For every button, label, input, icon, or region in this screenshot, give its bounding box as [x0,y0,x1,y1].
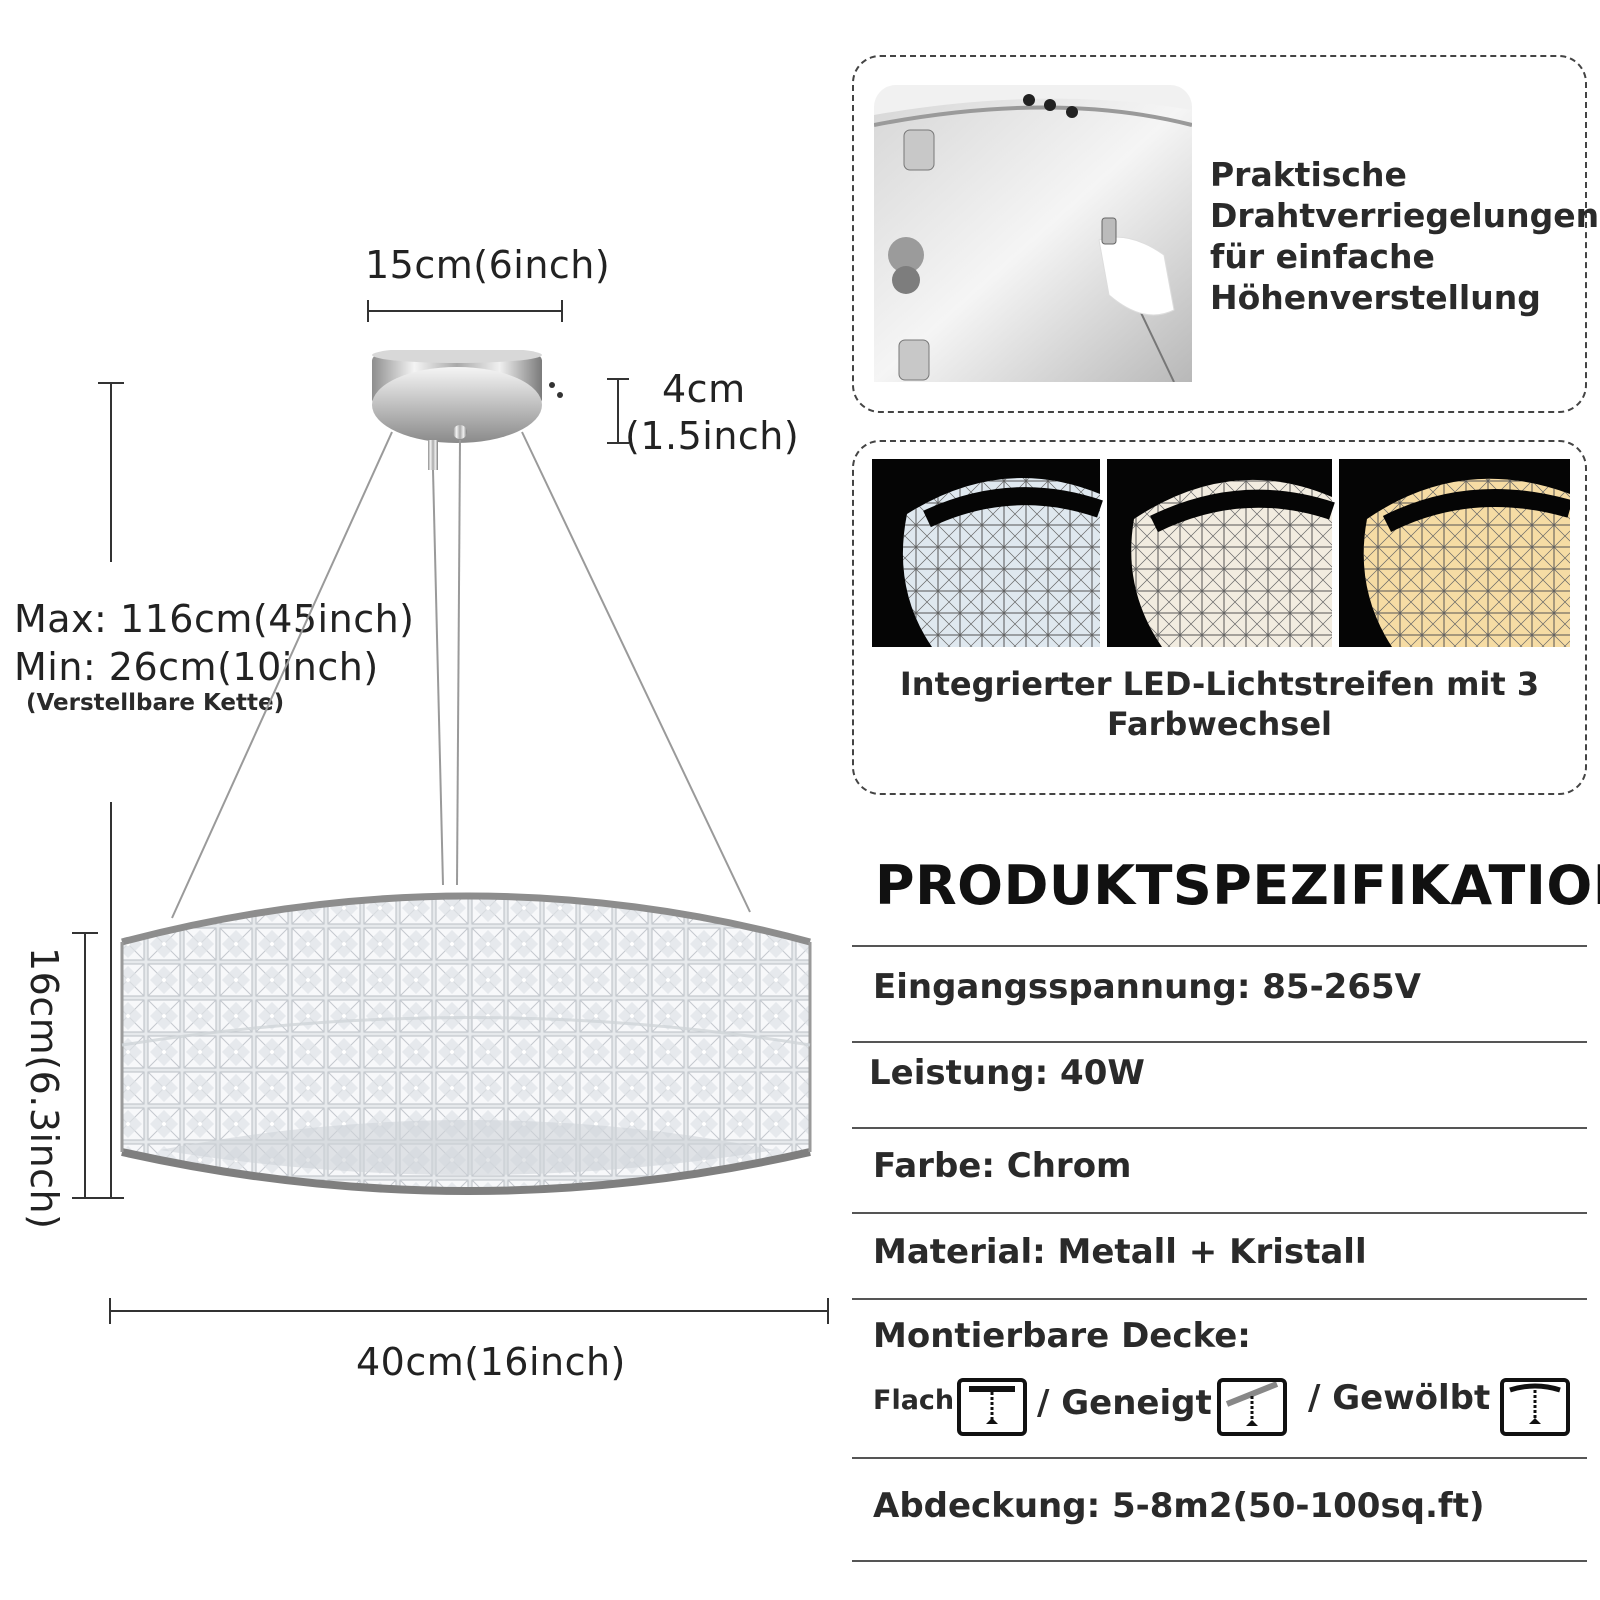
ceiling-sloped-label: / Geneigt [1037,1383,1212,1423]
spec-ceiling-label: Montierbare Decke: [873,1316,1251,1356]
min-length-label: Min: 26cm(10inch) [14,645,379,689]
product-diagram: 15cm(6inch) 4cm (1.5inch) Max: 116cm(45i… [14,243,829,1384]
body-width-label: 40cm(16inch) [356,1340,626,1384]
ceiling-flat-label: Flach [873,1385,955,1416]
led-color-photos [872,459,1570,647]
led-photo-cool [872,459,1103,647]
ceiling-vaulted-label: / Gewölbt [1308,1378,1491,1418]
feature-box-wire-lock: Praktische Drahtverriegelungen für einfa… [852,55,1600,413]
max-length-label: Max: 116cm(45inch) [14,597,415,641]
spec-color: Farbe: Chrom [873,1146,1132,1186]
body-height-label: 16cm(6.3inch) [22,947,66,1230]
canopy-height-inch-label: (1.5inch) [625,414,800,458]
ceiling-vaulted-icon [1500,1378,1570,1436]
feature-box-led: Integrierter LED-Lichtstreifen mit 3 Far… [852,440,1587,795]
spec-divider [852,945,1587,947]
spec-material: Material: Metall + Kristall [873,1232,1367,1272]
body-width-line [110,1310,828,1312]
adjustable-chain-note: (Verstellbare Kette) [26,690,285,716]
wire-lock-photo [874,85,1192,382]
spec-voltage: Eingangsspannung: 85-265V [873,967,1421,1007]
hang-length-line-bottom [110,802,112,1197]
canopy-width-line [367,310,562,312]
led-caption: Integrierter LED-Lichtstreifen mit 3 Far… [899,665,1540,743]
ceiling-sloped-icon [1217,1378,1287,1436]
led-photo-neutral [1107,459,1335,647]
canopy-width-label: 15cm(6inch) [365,243,611,287]
spec-coverage: Abdeckung: 5-8m2(50-100sq.ft) [873,1486,1485,1526]
led-photo-warm [1339,459,1570,647]
hang-length-line-top [110,382,112,562]
ceiling-flat-icon [957,1378,1027,1436]
body-height-line [84,932,86,1198]
chandelier-illustration [120,350,812,1195]
spec-title: PRODUKTSPEZIFIKATION [875,854,1600,917]
wire-lock-text: Praktische Drahtverriegelungen für einfa… [1210,155,1600,317]
canopy-height-line [617,378,619,444]
canopy-height-label: 4cm [662,367,746,411]
spec-power: Leistung: 40W [869,1053,1145,1093]
